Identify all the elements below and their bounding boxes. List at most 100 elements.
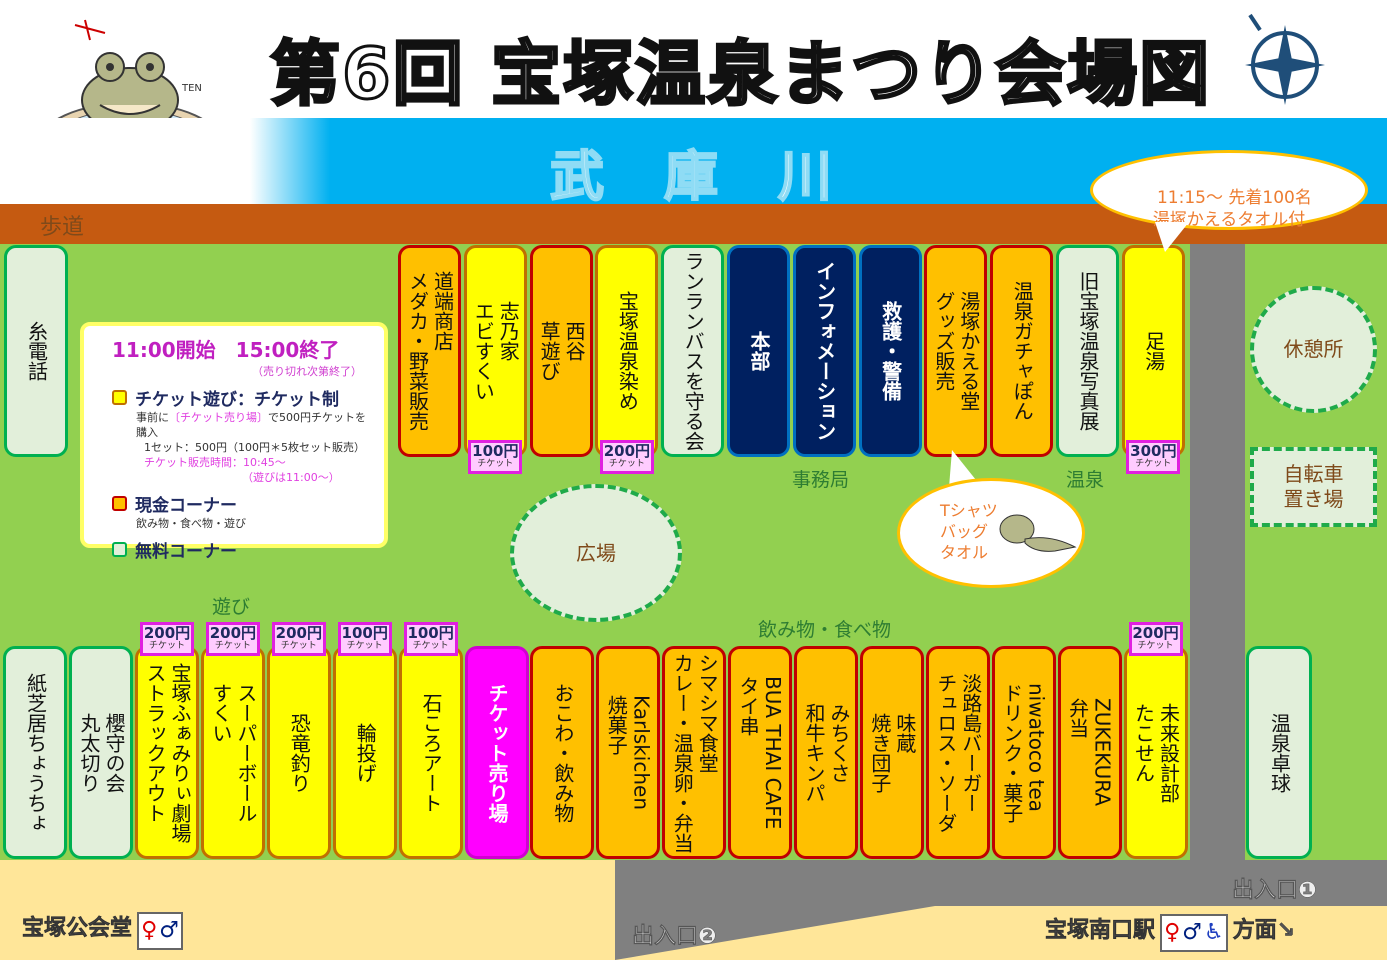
stall-label: インフォメーション (812, 261, 837, 441)
legend-ticket-time: チケット販売時間：10:45～ (144, 456, 286, 469)
ticket-unit: チケット (214, 641, 251, 651)
stall: おこわ・飲み物 (530, 646, 595, 859)
goods-callout: Tシャツ バッグ タオル (897, 478, 1085, 588)
legend-note: 事前に (136, 411, 169, 424)
ticket-unit: チケット (1135, 459, 1172, 469)
ticket-price-tag: 200円チケット (599, 440, 654, 474)
legend-swatch-yellow (112, 390, 127, 405)
stall: インフォメーション (792, 245, 856, 457)
ticket-price: 200円 (1132, 624, 1179, 642)
bike-parking: 自転車 置き場 (1250, 447, 1377, 527)
stall: スーパーボール すくい (200, 646, 265, 859)
stall-label: 温泉卓球 (1267, 712, 1292, 793)
stall-label: 紙芝居ちょうちょ (23, 672, 48, 833)
stall: ランランバスを守る会 (661, 245, 725, 457)
legend-free-title: 無料コーナー (135, 542, 237, 562)
stall-label: シマシマ食堂 カレー・温泉卵・弁当 (670, 652, 720, 853)
legend-cash-title: 現金コーナー (135, 496, 237, 516)
ticket-price-tag: 200円チケット (205, 622, 260, 656)
stall: 足湯 (1121, 245, 1185, 457)
accessible-restroom-icon: ♀♂♿ (1160, 913, 1228, 952)
legend-ticket-title: チケット遊び：チケット制 (135, 390, 339, 410)
stall-label: niwatoco tea ドリンク・菓子 (999, 682, 1049, 823)
stall: ZUKEKURA 弁当 (1057, 646, 1122, 859)
road (615, 860, 1387, 906)
plaza-label: 広場 (576, 540, 616, 565)
legend-note: 〔チケット売り場〕 (169, 411, 268, 424)
stall: 旧宝塚温泉写真展 (1056, 245, 1119, 457)
stall-label: Karlskichen 焼菓子 (604, 694, 654, 810)
stall-label: チケット売り場 (485, 682, 509, 823)
station-direction: 宝塚南口駅 ♀♂♿ 方面↘ (1045, 912, 1295, 952)
ticket-price: 200円 (209, 624, 257, 642)
footbath-callout-text: 11:15～ 先着100名 湯塚かえるタオル付 (1152, 188, 1312, 231)
stall: 輪投げ (332, 646, 397, 859)
ticket-price-tag: 200円チケット (140, 622, 194, 656)
stall-label: 宝塚ふぁみりぃ劇場 ストラックアウト (143, 662, 192, 843)
lying-frog-icon (999, 514, 1077, 552)
stall-label: BUA THAI CAFE タイ串 (736, 675, 786, 830)
stall-label: 味蔵 焼き団子 (867, 712, 917, 793)
stall-label: 西谷 草遊び (537, 321, 587, 381)
stall-label: 温泉ガチャぽん (1010, 281, 1035, 421)
legend-swatch-orange (112, 496, 127, 511)
plaza: 広場 (510, 484, 682, 622)
station-label: 宝塚南口駅 (1045, 918, 1156, 944)
stall-label: 志乃家 エビすくい (471, 301, 521, 401)
public-hall: 宝塚公会堂 ♀♂ (22, 910, 183, 950)
stall: 未来設計部 たこせん (1123, 646, 1188, 859)
legend-swatch-green (112, 542, 127, 557)
river-label: 武庫川 (549, 144, 892, 209)
walkway-label: 歩道 (40, 215, 85, 240)
stall-label: 輪投げ (353, 722, 378, 783)
ticket-price: 100円 (341, 624, 388, 642)
frog-signature: TEN (182, 83, 202, 94)
stall: 宝塚温泉染め (595, 245, 659, 457)
ticket-price-tag: 100円チケット (337, 622, 392, 656)
stall-label: 道端商店 メダカ・野菜販売 (405, 271, 455, 431)
stall-label: 旧宝塚温泉写真展 (1076, 271, 1100, 431)
legend-hours: 11:00開始 15:00終了 (112, 338, 340, 362)
stall: 恐竜釣り (266, 646, 331, 859)
callout-tail (1155, 222, 1189, 252)
stall-label: ランランバスを守る会 (681, 251, 706, 451)
map-title: 第6回 宝塚温泉まつり会場図 (268, 32, 1212, 117)
stall: niwatoco tea ドリンク・菓子 (991, 646, 1056, 859)
ticket-price: 100円 (407, 624, 454, 642)
stall: 淡路島バーガー チュロス・ソーダ (925, 646, 990, 859)
legend-note: で500円チケットを購入 (136, 411, 366, 439)
entrance-2: 出入口❷ (632, 924, 717, 950)
ticket-price-tag: 200円チケット (271, 622, 326, 656)
stall-label: 淡路島バーガー チュロス・ソーダ (933, 672, 983, 833)
stall-label: 本部 (747, 331, 771, 371)
ticket-price: 200円 (143, 624, 191, 642)
stall: みちくさ 和牛キンパ (794, 646, 858, 859)
stall-label: 櫻守の会 丸太切り (77, 712, 126, 793)
stall-label: スーパーボール すくい (208, 682, 258, 823)
zone-label-food: 飲み物・食べ物 (758, 619, 892, 641)
rest-area: 休憩所 (1250, 286, 1377, 413)
bike-parking-label: 自転車 置き場 (1283, 462, 1344, 511)
ticket-unit: チケット (148, 641, 185, 651)
stall: 宝塚ふぁみりぃ劇場 ストラックアウト (135, 646, 199, 859)
legend-play-time: （遊びは11:00～） (242, 471, 340, 484)
stall-label: みちくさ 和牛キンパ (802, 702, 851, 803)
footbath-callout: 11:15～ 先着100名 湯塚かえるタオル付 (1090, 150, 1368, 230)
ticket-unit: チケット (346, 641, 383, 651)
stall: チケット売り場 (464, 646, 529, 859)
entrance-1: 出入口❶ (1232, 878, 1317, 904)
stall: シマシマ食堂 カレー・温泉卵・弁当 (662, 646, 727, 859)
rest-area-label: 休憩所 (1283, 337, 1344, 361)
stall-label: 石ころアート (419, 692, 444, 813)
stall: 志乃家 エビすくい (463, 245, 527, 457)
stall-label: 未来設計部 たこせん (1131, 702, 1181, 803)
zone-label-play: 遊び (212, 596, 251, 618)
ticket-unit: チケット (280, 641, 317, 651)
stall: BUA THAI CAFE タイ串 (728, 646, 793, 859)
compass-icon (1245, 10, 1325, 109)
zone-label-onsen: 温泉 (1066, 469, 1105, 491)
stall-label: 糸電話 (24, 321, 49, 381)
stall: 道端商店 メダカ・野菜販売 (398, 245, 461, 457)
stall-label: おこわ・飲み物 (550, 682, 575, 823)
ticket-price: 100円 (472, 442, 519, 460)
